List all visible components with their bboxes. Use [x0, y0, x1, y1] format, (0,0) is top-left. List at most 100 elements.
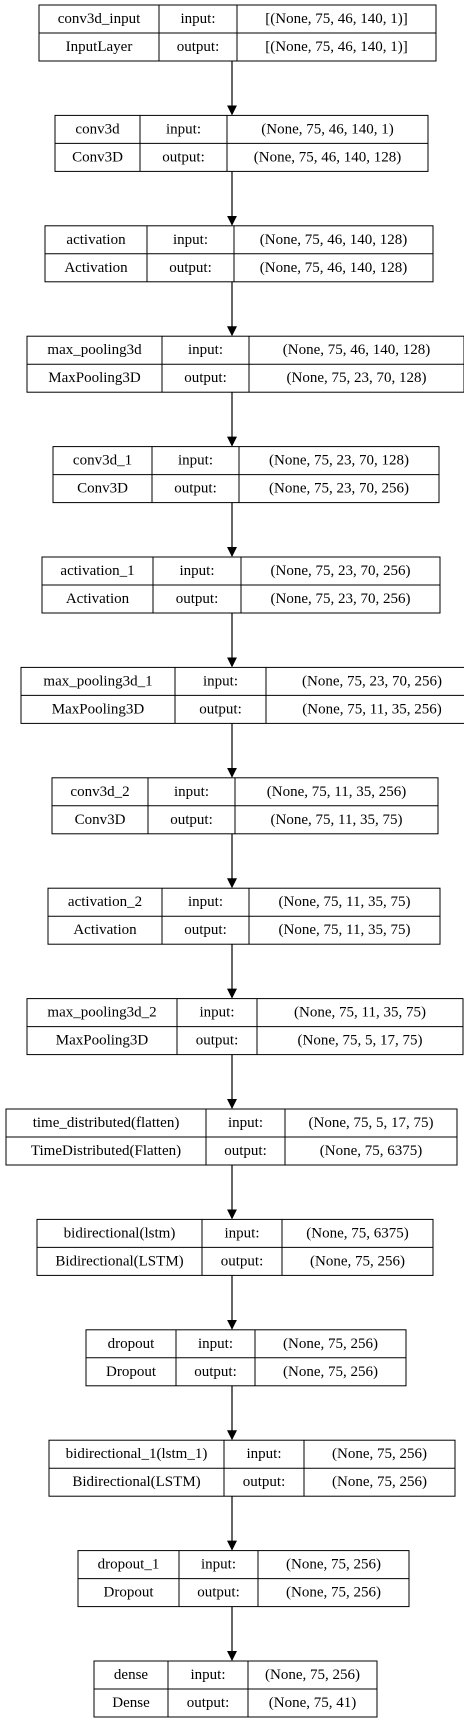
- output-label: output:: [162, 149, 205, 165]
- layer-name: max_pooling3d: [47, 342, 142, 358]
- layer-type: Dropout: [106, 1364, 157, 1380]
- input-shape: (None, 75, 256): [286, 1557, 381, 1573]
- output-shape: (None, 75, 46, 140, 128): [260, 260, 407, 276]
- layer-type: Activation: [66, 591, 130, 607]
- output-label: output:: [174, 481, 217, 497]
- layer-name: dropout_1: [98, 1557, 160, 1573]
- layer-name: conv3d_input: [58, 11, 141, 27]
- layer-name: bidirectional(lstm): [64, 1225, 176, 1241]
- layer-name: activation_2: [68, 894, 142, 910]
- input-label: input:: [188, 894, 223, 910]
- input-shape: (None, 75, 11, 35, 256): [267, 784, 406, 800]
- layer-type: Activation: [73, 922, 137, 938]
- output-shape: (None, 75, 11, 35, 256): [302, 701, 441, 717]
- output-shape: (None, 75, 23, 70, 128): [287, 370, 427, 386]
- layer-type: Conv3D: [77, 481, 128, 497]
- input-label: input:: [178, 453, 213, 469]
- input-label: input:: [201, 1557, 236, 1573]
- input-label: input:: [190, 1667, 225, 1683]
- input-label: input:: [224, 1225, 259, 1241]
- output-label: output:: [243, 1474, 286, 1490]
- input-shape: (None, 75, 11, 35, 75): [279, 894, 411, 910]
- output-label: output:: [194, 1364, 237, 1380]
- input-label: input:: [166, 121, 201, 137]
- output-label: output:: [187, 1695, 230, 1711]
- layer-node: bidirectional_1(lstm_1) Bidirectional(LST…: [48, 1439, 456, 1497]
- layer-name: conv3d: [75, 121, 120, 137]
- layer-type: Dense: [112, 1695, 150, 1711]
- input-shape: (None, 75, 11, 35, 75): [294, 1005, 426, 1021]
- layer-type: MaxPooling3D: [48, 370, 141, 386]
- layer-name: dropout: [108, 1336, 155, 1352]
- output-shape: (None, 75, 256): [283, 1364, 378, 1380]
- layer-name: dense: [114, 1667, 148, 1683]
- layer-type: Dropout: [104, 1585, 155, 1601]
- input-shape: (None, 75, 46, 140, 1): [261, 121, 393, 137]
- layer-node: time_distributed(flatten)TimeDistributed…: [5, 1108, 458, 1166]
- input-label: input:: [179, 563, 214, 579]
- output-shape: (None, 75, 41): [269, 1695, 356, 1711]
- layer-node: bidirectional(lstm) Bidirectional(LSTM) in…: [36, 1218, 434, 1276]
- input-shape: (None, 75, 23, 70, 256): [271, 563, 411, 579]
- input-label: input:: [228, 1115, 263, 1131]
- output-shape: (None, 75, 23, 70, 256): [269, 481, 409, 497]
- layer-name: conv3d_1: [73, 453, 132, 469]
- output-shape: (None, 75, 6375): [320, 1143, 422, 1159]
- layer-type: Conv3D: [72, 149, 123, 165]
- layer-name: max_pooling3d_2: [47, 1005, 156, 1021]
- input-label: input:: [180, 11, 215, 27]
- output-label: output:: [224, 1143, 267, 1159]
- input-shape: (None, 75, 23, 70, 256): [302, 673, 442, 689]
- output-shape: (None, 75, 5, 17, 75): [298, 1033, 423, 1049]
- output-label: output:: [196, 1033, 239, 1049]
- layer-node: max_pooling3d_2MaxPooling3Dinput:output:…: [26, 998, 464, 1056]
- output-label: output:: [177, 39, 220, 55]
- layer-type: InputLayer: [66, 39, 133, 55]
- output-shape: (None, 75, 256): [310, 1253, 405, 1269]
- input-label: input:: [246, 1446, 281, 1462]
- input-shape: [(None, 75, 46, 140, 1)]: [265, 11, 407, 27]
- layer-name: bidirectional_1(lstm_1): [66, 1446, 208, 1462]
- output-label: output:: [170, 812, 213, 828]
- layer-type: Bidirectional(LSTM): [55, 1253, 183, 1269]
- input-label: input:: [203, 673, 238, 689]
- input-shape: (None, 75, 256): [265, 1667, 360, 1683]
- input-shape: (None, 75, 23, 70, 128): [269, 453, 409, 469]
- layer-type: Conv3D: [75, 812, 126, 828]
- input-shape: (None, 75, 46, 140, 128): [260, 232, 407, 248]
- output-label: output:: [176, 591, 219, 607]
- layer-type: MaxPooling3D: [52, 701, 145, 717]
- input-shape: (None, 75, 5, 17, 75): [309, 1115, 434, 1131]
- output-shape: (None, 75, 11, 35, 75): [279, 922, 411, 938]
- input-shape: (None, 75, 46, 140, 128): [283, 342, 430, 358]
- input-label: input:: [173, 232, 208, 248]
- layer-node: max_pooling3d_1MaxPooling3Dinput:output:…: [20, 666, 464, 724]
- output-label: output:: [221, 1253, 264, 1269]
- input-shape: (None, 75, 6375): [306, 1225, 408, 1241]
- input-label: input:: [174, 784, 209, 800]
- output-label: output:: [199, 701, 242, 717]
- output-shape: (None, 75, 256): [332, 1474, 427, 1490]
- output-label: output:: [197, 1585, 240, 1601]
- output-label: output:: [169, 260, 212, 276]
- output-label: output:: [184, 922, 227, 938]
- layer-type: MaxPooling3D: [56, 1033, 149, 1049]
- layer-type: Bidirectional(LSTM): [72, 1474, 200, 1490]
- layer-name: activation_1: [60, 563, 134, 579]
- input-label: input:: [198, 1336, 233, 1352]
- layer-node: activationActivationinput:output:(None, …: [44, 225, 434, 283]
- layer-name: time_distributed(flatten): [33, 1115, 180, 1131]
- output-shape: (None, 75, 46, 140, 128): [254, 149, 401, 165]
- output-shape: (None, 75, 11, 35, 75): [271, 812, 403, 828]
